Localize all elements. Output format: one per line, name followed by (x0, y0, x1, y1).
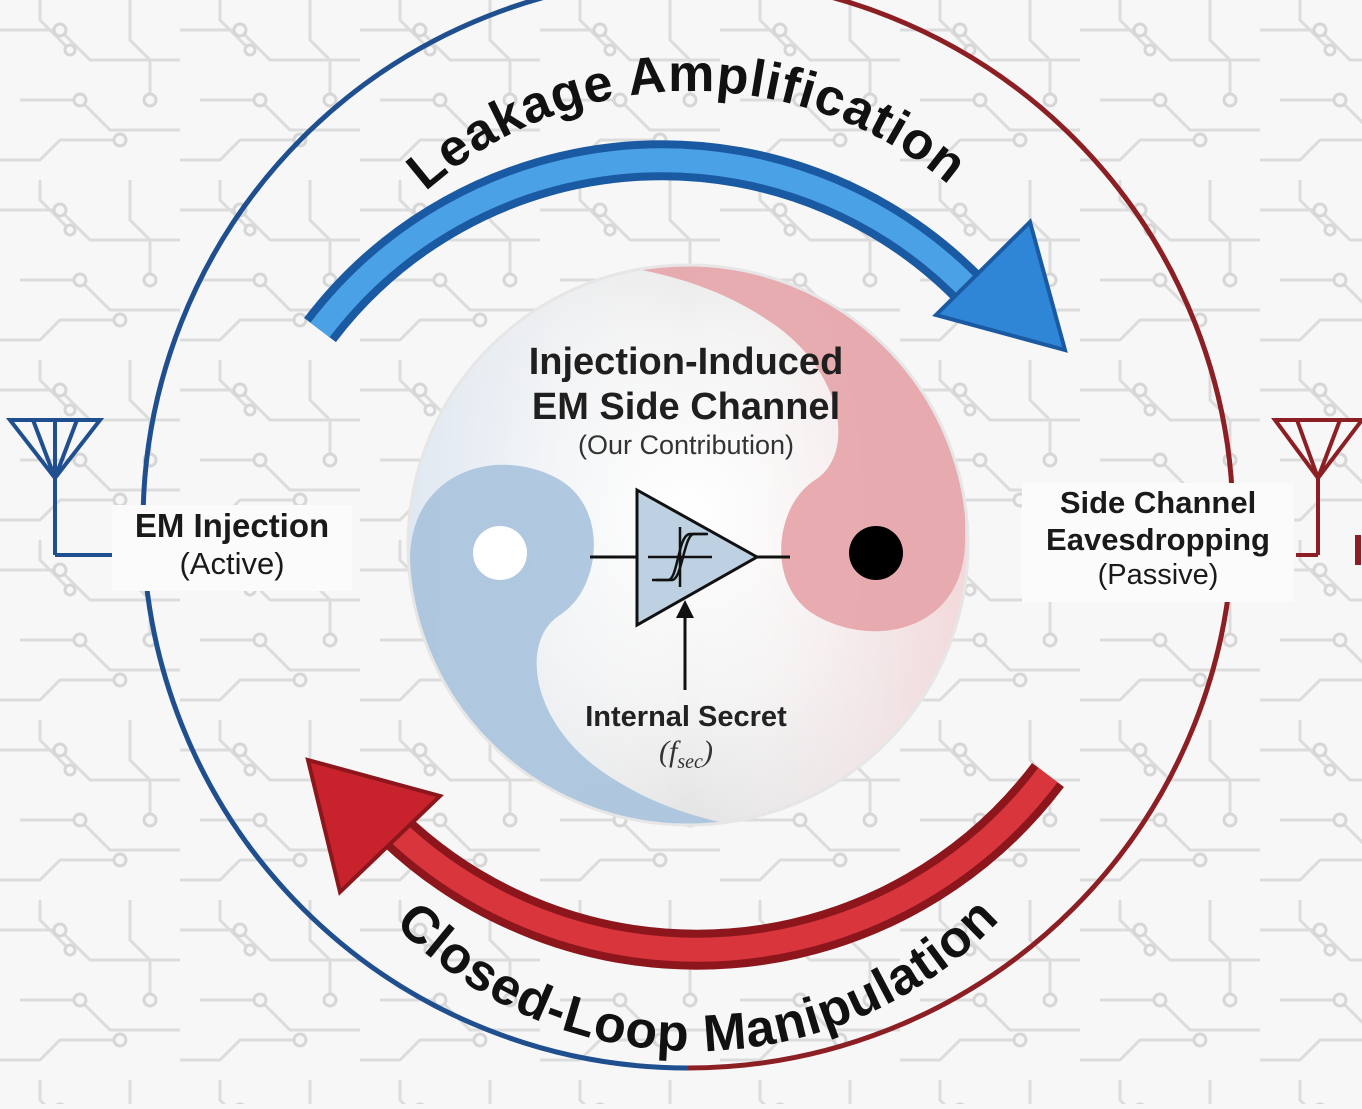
hysteresis-icon (648, 527, 712, 587)
center-title: Injection-Induced EM Side Channel (Our C… (476, 340, 896, 462)
center-subtitle: (Our Contribution) (577, 429, 795, 460)
eavesdropping-title-line2: Eavesdropping (1046, 521, 1270, 557)
closed-loop-manipulation-arrow (305, 757, 1064, 970)
antenna-icon (5, 418, 115, 557)
white-dot (473, 526, 527, 580)
secret-symbol: (fsec) (556, 734, 816, 775)
secret-symbol-main: f (669, 735, 678, 769)
secret-open-paren: ( (659, 735, 670, 769)
black-dot (849, 526, 903, 580)
antenna-icon (1271, 418, 1362, 565)
secret-symbol-sub: sec (677, 751, 703, 774)
eavesdropping-title-line1: Side Channel (1059, 485, 1257, 520)
leakage-amplification-arrow (304, 140, 1068, 353)
center-title-line1: Injection-Induced (528, 341, 844, 383)
secret-close-paren: ) (702, 735, 713, 769)
eavesdropping-label: Side Channel Eavesdropping (Passive) (1022, 483, 1294, 603)
em-injection-label: EM Injection (Active) (112, 505, 352, 591)
em-injection-subtitle: (Active) (179, 545, 285, 581)
internal-secret-label: Internal Secret (585, 701, 787, 733)
internal-secret: Internal Secret (fsec) (556, 700, 816, 775)
eavesdropping-subtitle: (Passive) (1097, 559, 1219, 592)
em-injection-title: EM Injection (134, 507, 330, 544)
center-title-line2: EM Side Channel (531, 385, 841, 428)
